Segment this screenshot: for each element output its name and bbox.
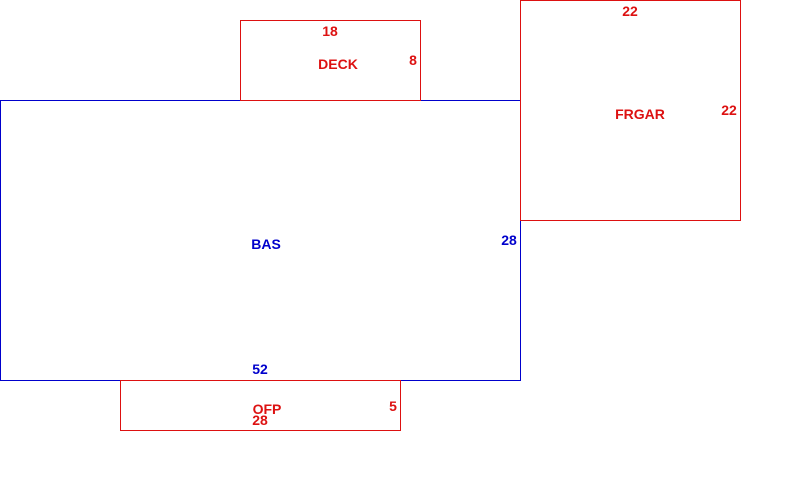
bas-label: BAS — [251, 236, 281, 252]
area-frgar[interactable]: FRGAR 22 22 — [520, 0, 741, 221]
deck-depth-dimension: 8 — [409, 52, 417, 68]
area-ofp[interactable]: OFP 28 5 — [120, 380, 401, 431]
deck-label: DECK — [318, 56, 358, 72]
bas-depth-dimension: 28 — [501, 232, 517, 248]
area-bas[interactable]: BAS 28 52 — [0, 100, 521, 381]
ofp-label: OFP — [253, 401, 282, 417]
frgar-outline — [520, 0, 741, 221]
ofp-depth-dimension: 5 — [389, 398, 397, 414]
ofp-width-dimension: 28 — [252, 412, 268, 428]
deck-outline — [240, 20, 421, 101]
deck-width-dimension: 18 — [322, 23, 338, 39]
frgar-width-dimension: 22 — [622, 3, 638, 19]
ofp-outline — [120, 380, 401, 431]
frgar-label: FRGAR — [615, 106, 665, 122]
frgar-depth-dimension: 22 — [721, 102, 737, 118]
bas-width-dimension: 52 — [252, 361, 268, 377]
area-deck[interactable]: DECK 18 8 — [240, 20, 421, 101]
